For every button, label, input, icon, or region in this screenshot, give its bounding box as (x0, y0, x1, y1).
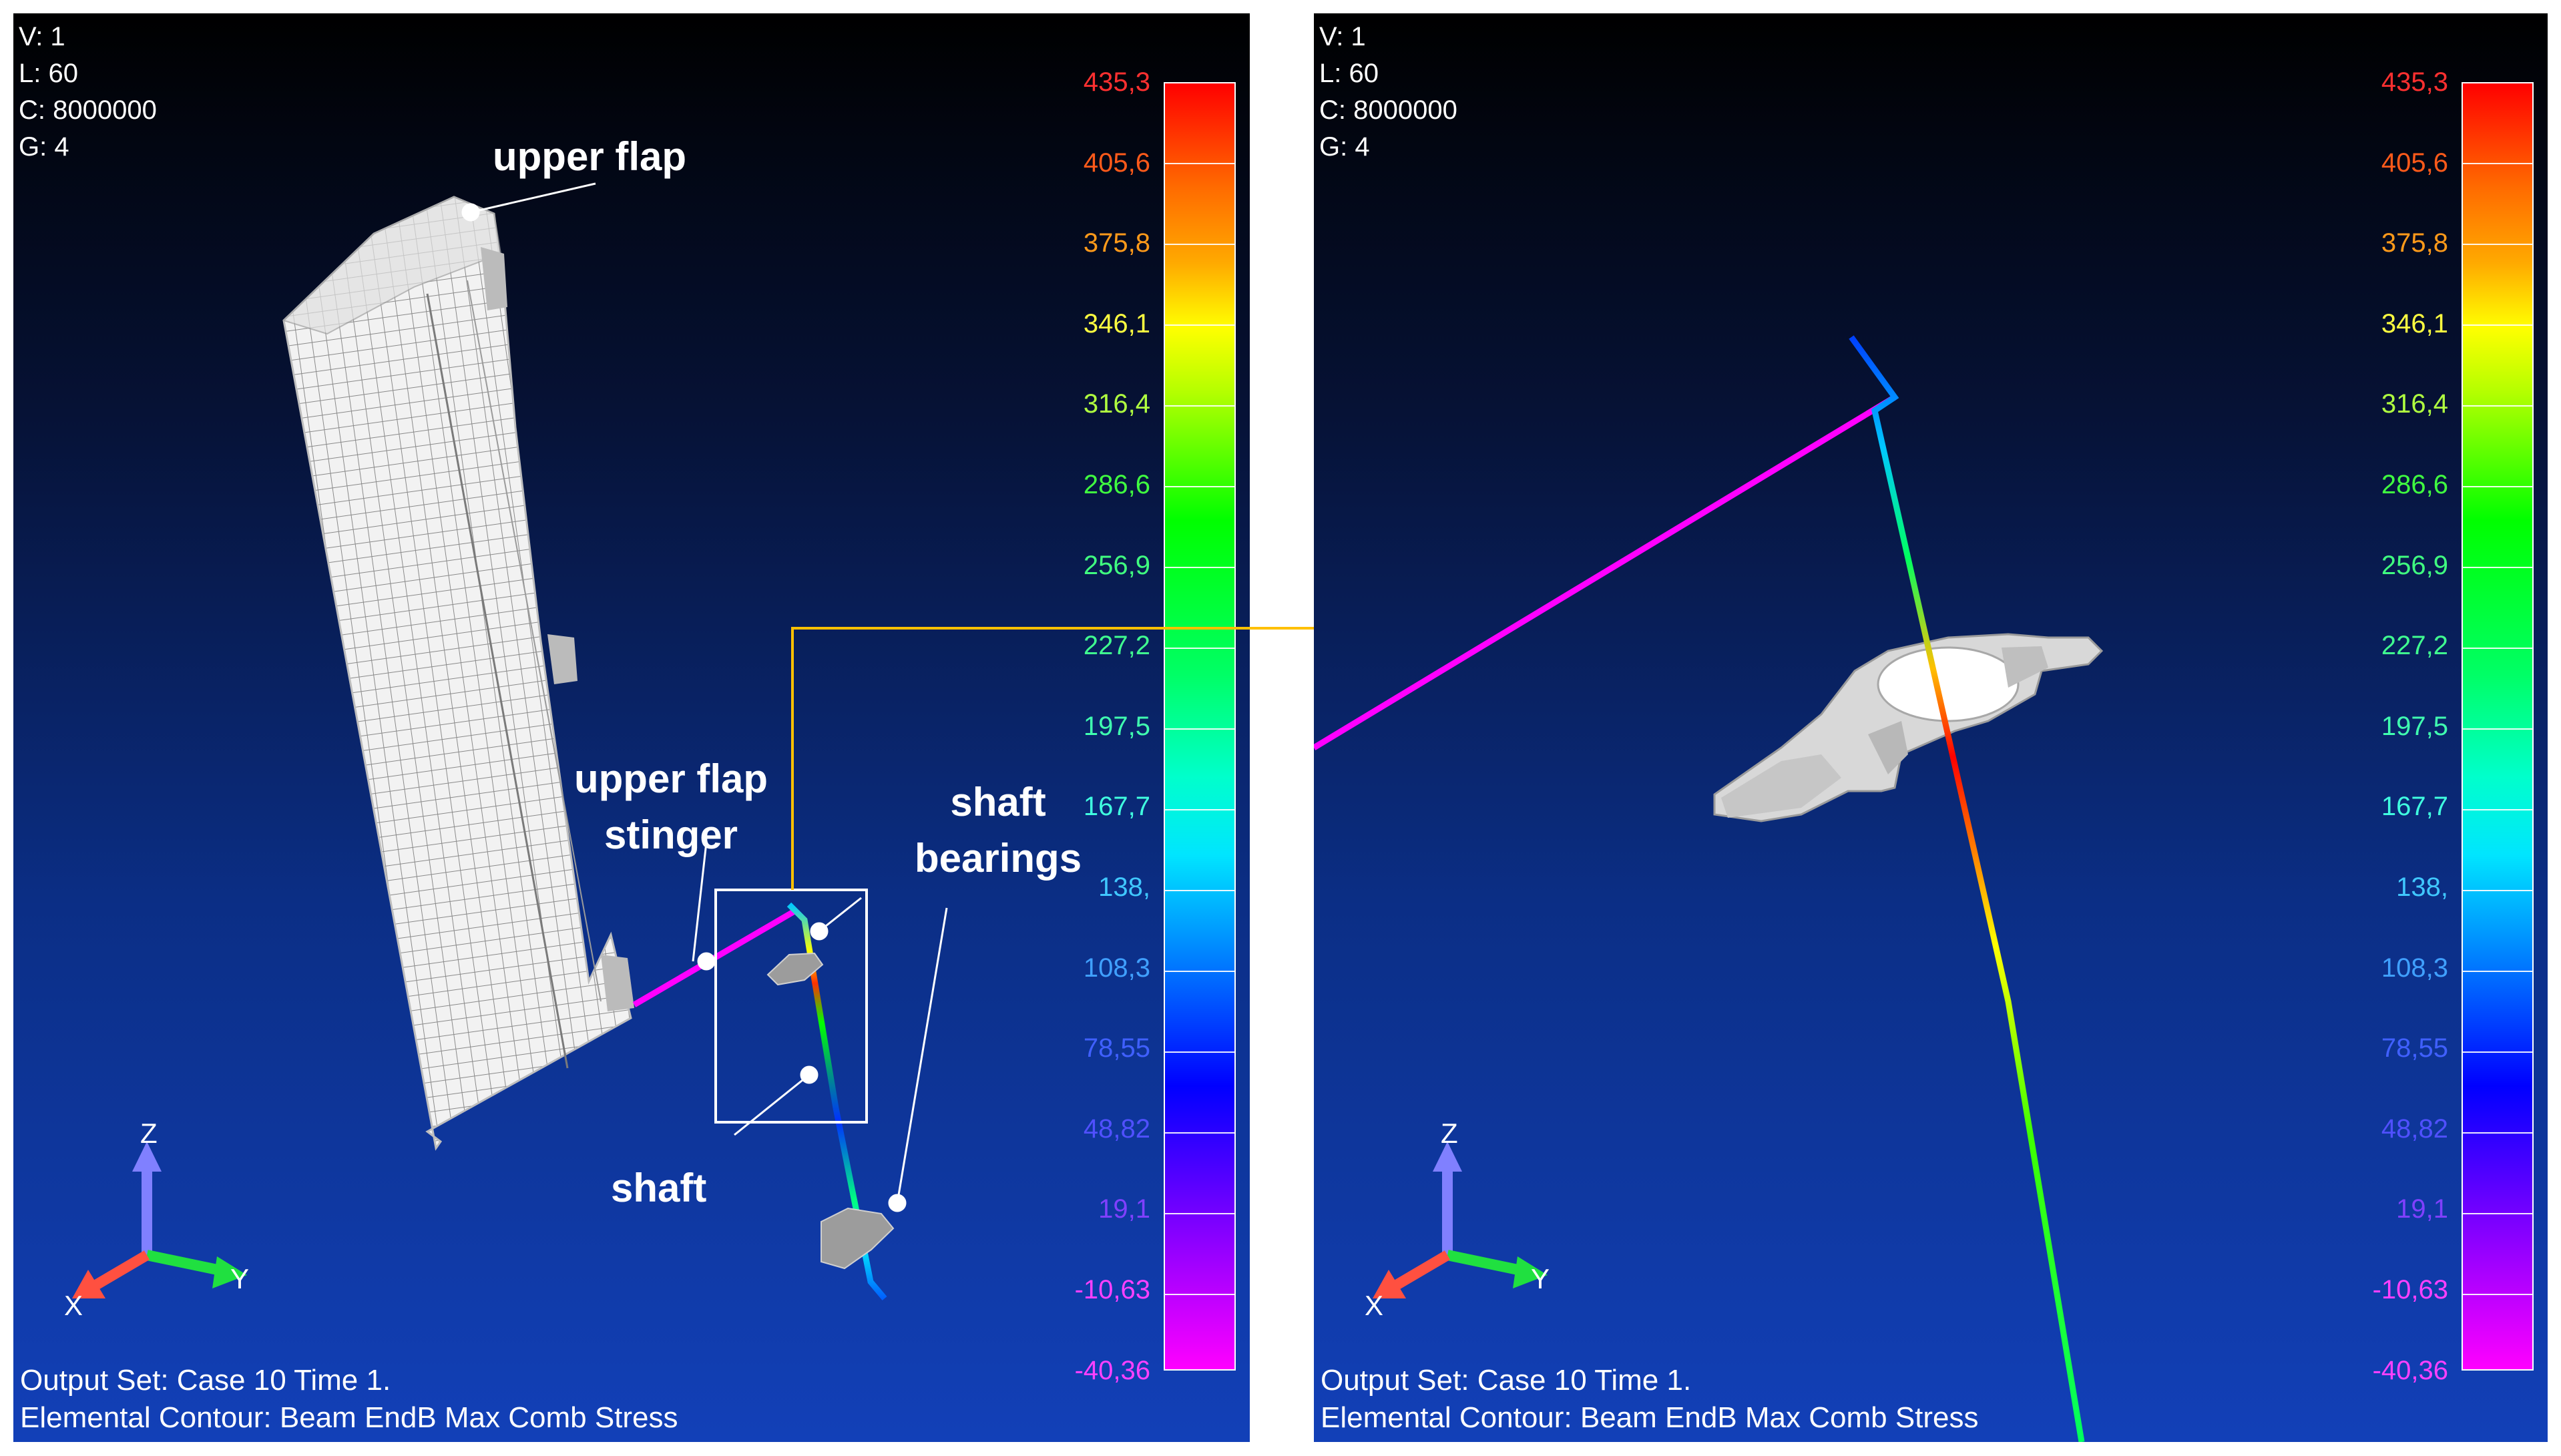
view-info-line: C: 8000000 (19, 95, 157, 125)
legend-value: 316,4 (1083, 389, 1150, 419)
view-info-line: G: 4 (1319, 132, 1370, 162)
contour-legend-bar (2462, 82, 2534, 1371)
view-info-line: C: 8000000 (1319, 95, 1457, 125)
label-upper-flap-stinger: upper flap stinger (574, 751, 768, 863)
legend-value: 197,5 (1083, 711, 1150, 741)
legend-value: 435,3 (2381, 67, 2448, 97)
axis-triad (1373, 1142, 1548, 1298)
view-info-line: G: 4 (19, 132, 69, 162)
upper-flap-mesh (282, 196, 634, 1151)
legend-value: 286,6 (2381, 470, 2448, 499)
label-shaft: shaft (611, 1166, 707, 1210)
legend-value: -10,63 (1074, 1275, 1150, 1304)
axis-label-z: Z (1441, 1118, 1458, 1149)
view-info: V: 1 L: 60 C: 8000000 G: 4 (1319, 19, 1457, 166)
label-upper-flap: upper flap (493, 134, 687, 179)
legend-value: 167,7 (1083, 792, 1150, 822)
upper-flap-stinger-zoomed (1314, 395, 1897, 750)
label-line: upper flap (574, 756, 768, 801)
right-model-view: Z X Y (1314, 335, 2104, 1442)
triad-labels: Z X Y (64, 1118, 249, 1321)
view-info: V: 1 L: 60 C: 8000000 G: 4 (19, 19, 157, 166)
legend-value: 256,9 (1083, 550, 1150, 580)
viewport-left[interactable]: V: 1 L: 60 C: 8000000 G: 4 upper flap up… (13, 13, 1250, 1442)
viewport-right[interactable]: Z X Y V: 1 L: 60 C: 8000000 G: 4 Output … (1314, 13, 2548, 1442)
view-info-line: V: 1 (1319, 22, 1366, 51)
axis-label-z: Z (140, 1118, 158, 1149)
legend-value: 375,8 (2381, 228, 2448, 258)
left-model-view (72, 182, 948, 1300)
legend-value: 346,1 (1083, 308, 1150, 338)
axis-label-y: Y (1531, 1263, 1550, 1294)
view-footer: Output Set: Case 10 Time 1. Elemental Co… (1321, 1362, 1979, 1437)
zoom-region-box (714, 889, 868, 1124)
legend-value: -10,63 (2372, 1275, 2448, 1304)
leader-lines (461, 182, 948, 1212)
legend-value: 167,7 (2381, 792, 2448, 822)
legend-value: 48,82 (1083, 1114, 1150, 1144)
legend-value: 108,3 (2381, 953, 2448, 983)
axis-triad (72, 1142, 247, 1298)
axis-label-x: X (1365, 1290, 1383, 1321)
legend-value: 346,1 (2381, 308, 2448, 338)
legend-value: 197,5 (2381, 711, 2448, 741)
legend-value: 19,1 (1098, 1194, 1150, 1224)
legend-value: 78,55 (2381, 1033, 2448, 1063)
shaft-bearing-zoomed (1713, 633, 2104, 822)
contour-description-text: Elemental Contour: Beam EndB Max Comb St… (1321, 1401, 1979, 1434)
view-info-line: L: 60 (1319, 59, 1379, 88)
view-info-line: L: 60 (19, 59, 78, 88)
shaft-zoomed (1849, 335, 2085, 1442)
legend-value: -40,36 (2372, 1355, 2448, 1385)
legend-value: 435,3 (1083, 67, 1150, 97)
view-info-line: V: 1 (19, 22, 65, 51)
shaft (786, 902, 887, 1300)
legend-value: 78,55 (1083, 1033, 1150, 1063)
legend-value: 375,8 (1083, 228, 1150, 258)
legend-value: 227,2 (1083, 631, 1150, 661)
legend-value: 405,6 (2381, 148, 2448, 178)
shaft-bearing-upper (766, 952, 824, 986)
contour-description-text: Elemental Contour: Beam EndB Max Comb St… (20, 1401, 678, 1434)
legend-value: 108,3 (1083, 953, 1150, 983)
legend-value: 316,4 (2381, 389, 2448, 419)
legend-value: 227,2 (2381, 631, 2448, 661)
legend-value: 19,1 (2396, 1194, 2448, 1224)
legend-value: 48,82 (2381, 1114, 2448, 1144)
legend-value: 405,6 (1083, 148, 1150, 178)
legend-value: 138, (2396, 873, 2448, 902)
legend-value: 256,9 (2381, 550, 2448, 580)
legend-value: 286,6 (1083, 470, 1150, 499)
label-line: stinger (604, 812, 738, 857)
shaft-bearing-lower (821, 1207, 895, 1270)
axis-label-x: X (64, 1290, 83, 1321)
legend-value: 138, (1098, 873, 1150, 902)
view-footer: Output Set: Case 10 Time 1. Elemental Co… (20, 1362, 678, 1437)
axis-label-y: Y (230, 1263, 249, 1294)
legend-value: -40,36 (1074, 1355, 1150, 1385)
output-set-text: Output Set: Case 10 Time 1. (1321, 1364, 1692, 1397)
output-set-text: Output Set: Case 10 Time 1. (20, 1364, 391, 1397)
